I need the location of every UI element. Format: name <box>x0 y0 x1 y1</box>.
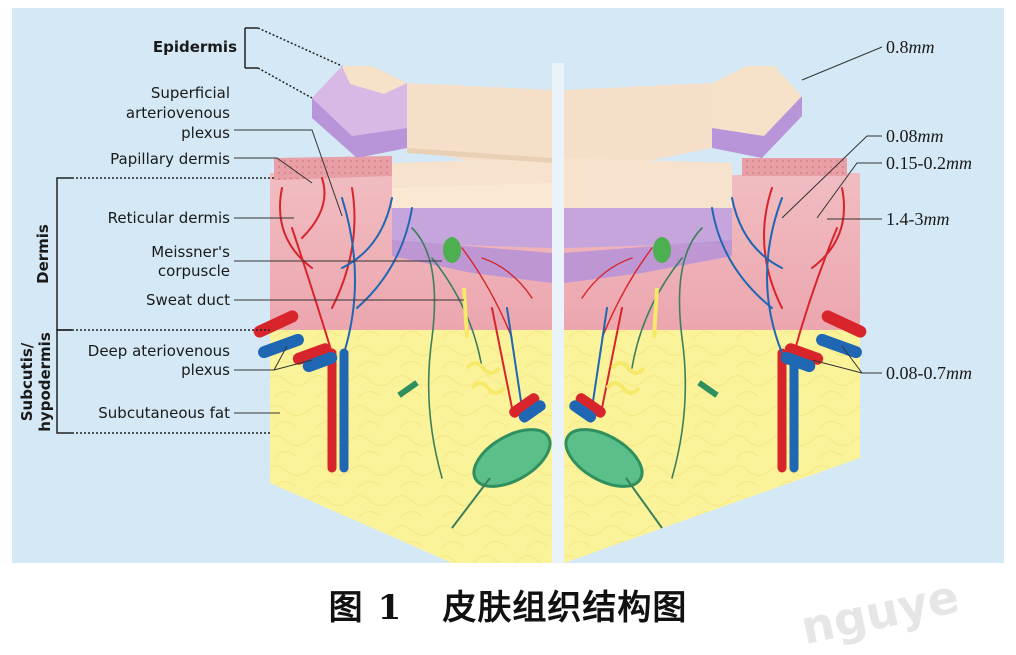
sweat-duct-right <box>652 287 659 339</box>
left-brackets <box>56 27 343 434</box>
meissner-corpuscle-left <box>443 237 461 263</box>
sweat-duct-left <box>462 287 469 339</box>
label-subcutaneous-fat: Subcutaneous fat <box>98 404 230 422</box>
caption-title: 皮肤组织结构图 <box>442 588 688 628</box>
measure-epidermis: 0.8mm <box>886 37 935 57</box>
right-leaders <box>781 46 883 374</box>
pacinian-corpuscle-right <box>564 428 644 488</box>
group-label-subcutis-1: Subcutis/ <box>18 342 36 421</box>
caption-number: 1 <box>377 588 403 628</box>
epidermis-block-right <box>564 66 802 283</box>
measure-deep-plexus: 0.08-0.7mm <box>886 363 972 383</box>
caption-label: 图 <box>328 588 364 628</box>
skin-structure-figure: Epidermis Superficial arteriovenous plex… <box>12 8 1004 563</box>
group-label-dermis: Dermis <box>34 224 52 284</box>
meissner-corpuscle-right <box>653 237 671 263</box>
label-sweat-duct: Sweat duct <box>146 291 230 309</box>
center-divider <box>552 63 564 563</box>
epidermis-block-left <box>312 66 552 283</box>
label-papillary-dermis: Papillary dermis <box>110 150 230 168</box>
label-superficial-plexus-2: arteriovenous <box>126 104 230 122</box>
label-superficial-plexus-1: Superficial <box>151 84 230 102</box>
pacinian-corpuscle-left <box>472 428 552 488</box>
left-leaders <box>234 129 464 414</box>
papillary-band <box>274 156 392 180</box>
measure-reticular: 1.4-3mm <box>886 209 950 229</box>
skin-diagram: Epidermis Superficial arteriovenous plex… <box>18 27 972 563</box>
vessels-right <box>581 187 845 479</box>
vessels-left <box>279 177 533 479</box>
measure-papillary: 0.15-0.2mm <box>886 153 972 173</box>
label-epidermis: Epidermis <box>153 38 237 56</box>
label-meissner-1: Meissner's <box>151 243 230 261</box>
label-reticular-dermis: Reticular dermis <box>108 209 231 227</box>
group-label-subcutis-2: hypodermis <box>36 332 54 432</box>
label-deep-plexus-1: Deep ateriovenous <box>88 342 230 360</box>
label-meissner-2: corpuscle <box>158 262 230 280</box>
label-superficial-plexus-3: plexus <box>181 124 230 142</box>
measure-superficial-plexus: 0.08mm <box>886 126 944 146</box>
label-deep-plexus-2: plexus <box>181 361 230 379</box>
